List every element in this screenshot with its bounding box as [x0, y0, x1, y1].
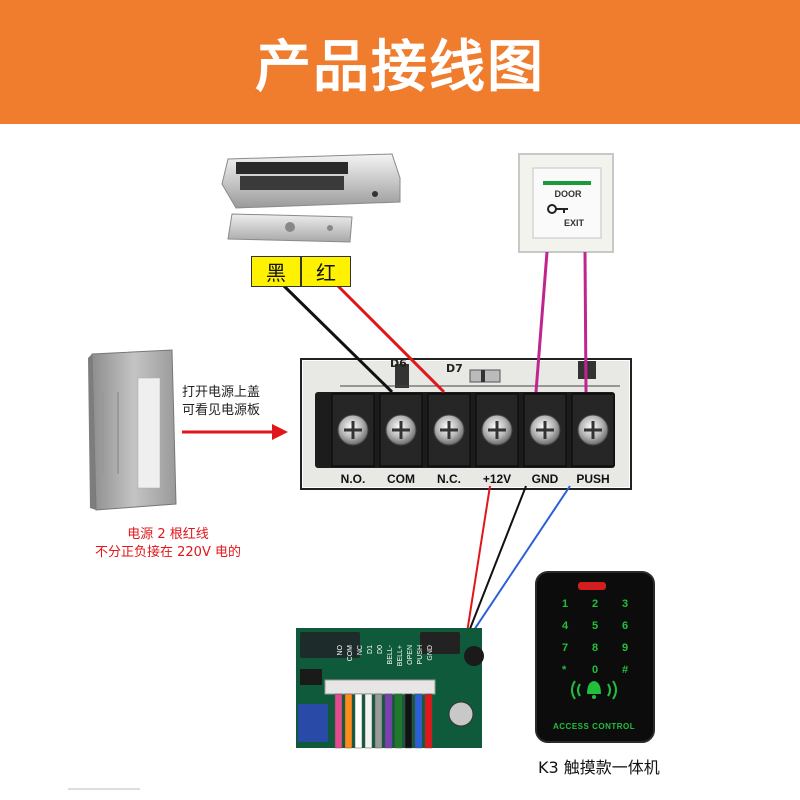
black-wire-label: 黑: [251, 256, 301, 287]
keypad-key: 2: [592, 598, 599, 610]
exit-button-exit-text: EXIT: [563, 218, 584, 228]
keypad-brand: ACCESS CONTROL: [553, 722, 636, 731]
keypad-key: 8: [592, 642, 599, 654]
armature-plate: [227, 213, 353, 243]
header-title: 产品接线图: [255, 34, 545, 100]
terminal-label-1: COM: [387, 472, 415, 486]
keypad-key: 4: [562, 620, 569, 632]
power-open-note-line1: 打开电源上盖: [182, 385, 261, 400]
lock-wires: [282, 284, 446, 394]
exit-button: [518, 153, 614, 253]
controller-pin-label: BELL-: [387, 645, 394, 665]
keypad-key: 9: [622, 642, 629, 654]
connector-wire: [334, 693, 343, 749]
terminal-label-3: +12V: [482, 472, 512, 486]
controller-pin-label: COM: [347, 645, 354, 662]
arrow: [182, 424, 288, 440]
black-wire-label-text: 黑: [266, 261, 286, 285]
power-open-note-line2: 可看见电源板: [182, 403, 261, 418]
red-wire-label: 红: [301, 256, 351, 287]
keypad-key: 1: [562, 598, 569, 610]
power-open-note: 打开电源上盖 可看见电源板: [182, 384, 260, 420]
keypad-key: 0: [592, 664, 599, 676]
terminal-screws: [331, 393, 615, 467]
controller-pin-label: GND: [427, 645, 434, 661]
keypad-key: 5: [592, 620, 599, 632]
magnetic-lock: [221, 153, 401, 209]
bell-icon: [571, 680, 617, 700]
wiring-diagram: [68, 153, 655, 790]
terminal-label-4: GND: [531, 472, 559, 486]
connector-wire: [384, 693, 393, 749]
terminal-label-2: N.C.: [437, 472, 461, 486]
power-supply: [88, 349, 177, 511]
connector-wire: [424, 693, 433, 749]
red-wire-label-text: 红: [316, 261, 336, 285]
terminal-label-0: N.O.: [340, 472, 366, 486]
exit-button-wires: [534, 251, 588, 393]
header-banner: 产品接线图: [0, 0, 800, 124]
keypad-device: [535, 571, 655, 743]
connector-wire: [344, 693, 353, 749]
connector-wire: [374, 693, 383, 749]
exit-button-door-text: DOOR: [554, 189, 582, 199]
controller-connector-wires: [334, 693, 433, 749]
terminal-label-5: PUSH: [576, 472, 610, 486]
connector-wire: [394, 693, 403, 749]
keypad-caption: K3 触摸款一体机: [538, 758, 660, 777]
diode-d6-label: D6: [390, 357, 407, 370]
controller-pin-label: NO: [337, 645, 344, 656]
keypad-key: #: [622, 664, 629, 676]
connector-wire: [354, 693, 363, 749]
power-wire-note-line2: 不分正负接在 220V 电的: [95, 545, 241, 560]
diode-d7-label: D7: [446, 362, 463, 375]
keypad-key: 3: [622, 598, 629, 610]
controller-pin-label: D1: [367, 645, 374, 654]
controller-pin-label: BELL+: [397, 645, 404, 667]
power-wire-note: 电源 2 根红线 不分正负接在 220V 电的: [68, 526, 268, 562]
connector-wire: [414, 693, 423, 749]
connector-wire: [364, 693, 373, 749]
keypad-key: 7: [562, 642, 569, 654]
keypad-key: *: [562, 664, 567, 676]
controller-pin-label: PUSH: [417, 645, 424, 665]
controller-pin-label: D0: [377, 645, 384, 654]
keypad-key: 6: [622, 620, 629, 632]
controller-pin-label: NC: [357, 645, 364, 656]
connector-wire: [404, 693, 413, 749]
controller-pin-label: OPEN: [407, 645, 414, 665]
power-wire-note-line1: 电源 2 根红线: [127, 527, 209, 542]
